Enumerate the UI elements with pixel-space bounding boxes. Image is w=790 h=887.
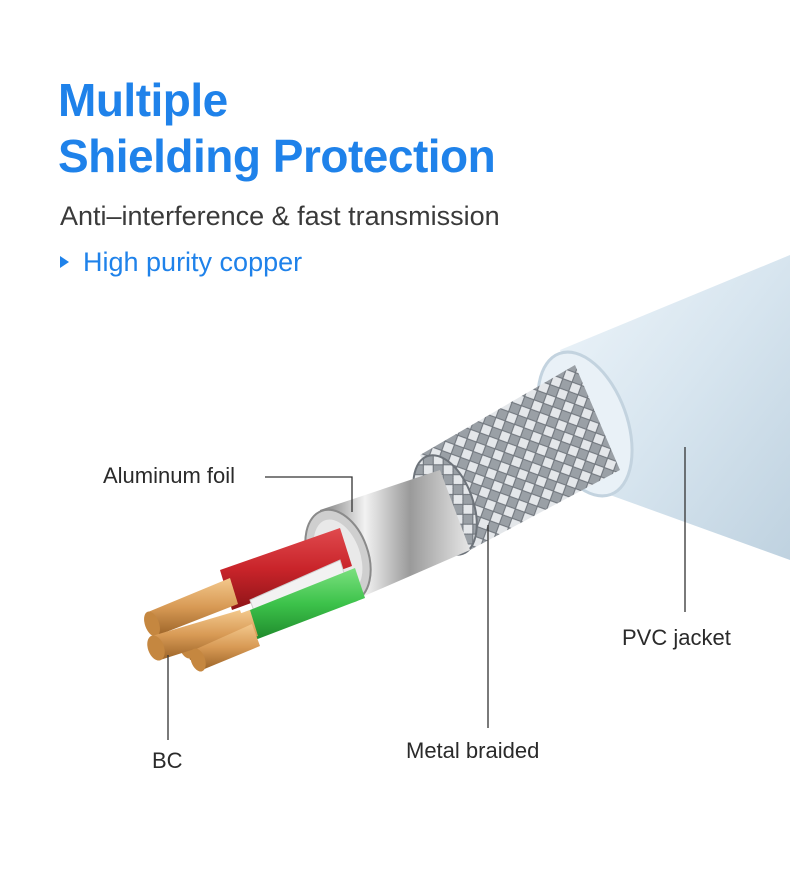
title-line-1: Multiple [58, 74, 228, 126]
triangle-bullet-icon [60, 256, 69, 268]
page-title: Multiple Shielding Protection [58, 72, 496, 184]
label-bc: BC [152, 748, 183, 773]
label-pvc-jacket: PVC jacket [622, 625, 731, 650]
feature-bullet-text: High purity copper [83, 247, 303, 277]
feature-bullet: High purity copper [60, 245, 302, 279]
red-wire-shape [144, 528, 352, 637]
leader-lines [167, 447, 686, 740]
subtitle: Anti–interference & fast transmission [60, 201, 500, 231]
title-line-2: Shielding Protection [58, 130, 496, 182]
aluminum-foil-leader [265, 476, 353, 512]
bare-copper-strands [147, 610, 260, 672]
label-metal-braided: Metal braided [406, 738, 540, 763]
label-aluminum-foil: Aluminum foil [103, 463, 236, 488]
